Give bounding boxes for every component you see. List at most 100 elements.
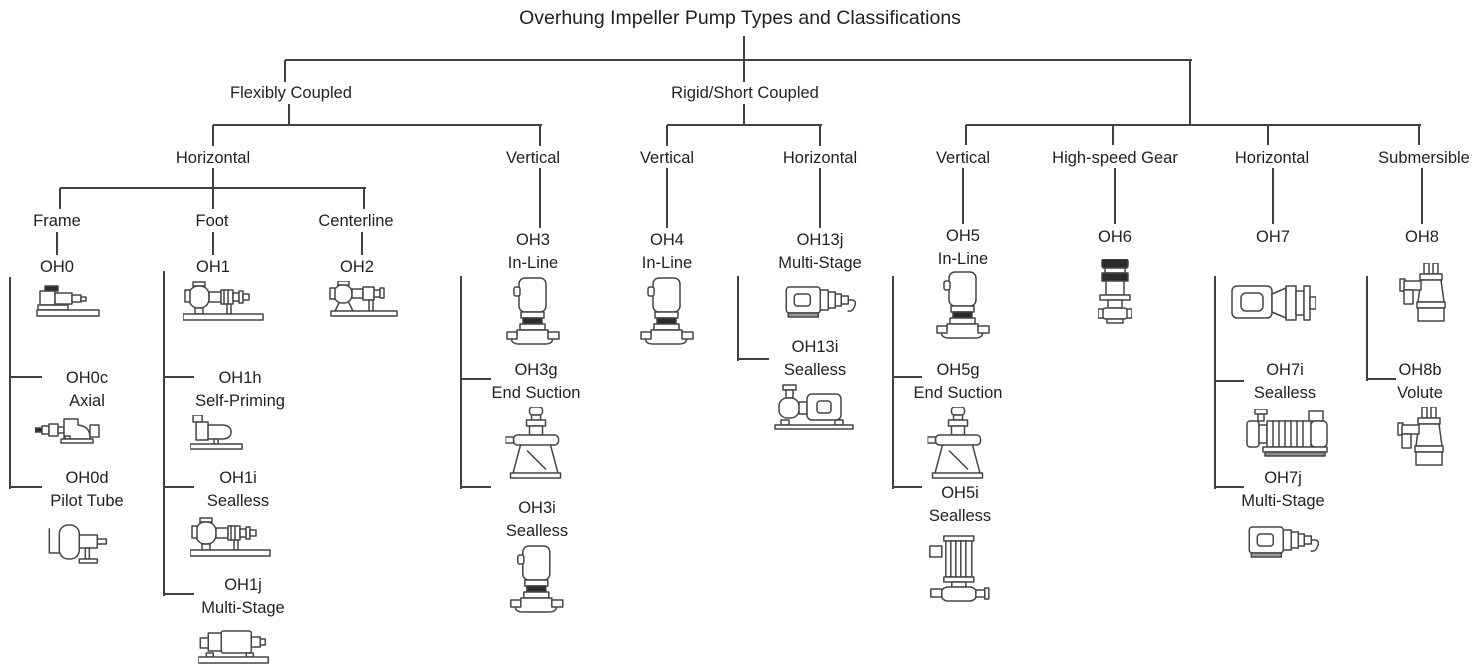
pump-code: OH3i (518, 499, 556, 517)
connector-line (285, 59, 1192, 61)
pump-code: OH3 (516, 231, 550, 249)
pump-code: OH7 (1256, 228, 1290, 246)
pump-code: OH0c (65, 369, 109, 387)
vertical-end-suction-pump-icon (492, 407, 581, 483)
pump-subtype: Volute (1397, 384, 1443, 402)
pump-code: OH8b (1398, 361, 1442, 379)
pump-code: OH3g (514, 361, 558, 379)
pilot-tube-pump-icon (40, 523, 113, 567)
self-priming-pump-icon (173, 415, 263, 453)
node-oh0c: OH0c Axial (35, 367, 121, 447)
mount-frame: Frame (33, 212, 81, 230)
pump-subtype: Multi-Stage (1241, 492, 1325, 510)
high-speed-gear-pump-icon (1098, 259, 1132, 329)
pump-code: OH5i (941, 484, 979, 502)
node-oh0d: OH0d Pilot Tube (48, 467, 124, 567)
node-oh5g: OH5g End Suction (913, 359, 1003, 483)
pump-subtype: In-Line (937, 250, 989, 268)
pump-subtype: End Suction (491, 384, 581, 402)
pump-code: OH2 (340, 258, 374, 276)
connector-line (1114, 168, 1116, 224)
connector-line (819, 168, 821, 228)
connector-line (284, 60, 286, 82)
mount-centerline: Centerline (318, 212, 394, 230)
vertical-in-line-pump-icon (936, 271, 990, 341)
connector-line (212, 125, 214, 146)
group-flexibly-coupled: Flexibly Coupled (230, 84, 352, 102)
connector-line (1418, 125, 1420, 145)
orientation-cc-horizontal: Horizontal (1234, 149, 1310, 167)
pump-subtype: Sealless (1253, 384, 1317, 402)
pump-code: OH1 (196, 258, 230, 276)
node-oh0: OH0 (24, 256, 100, 319)
connector-line (212, 188, 214, 209)
connector-line (743, 36, 745, 60)
connector-line (164, 376, 194, 378)
connector-line (893, 376, 922, 378)
pump-code: OH7i (1266, 361, 1304, 379)
pump-subtype: Sealless (928, 507, 992, 525)
connector-line (743, 60, 745, 82)
connector-line (1272, 168, 1274, 224)
connector-line (212, 232, 214, 255)
vertical-in-line-sealless-pump-icon (506, 545, 568, 615)
connector-line (10, 376, 42, 378)
page-title: Overhung Impeller Pump Types and Classif… (519, 7, 961, 29)
node-oh3g: OH3g End Suction (491, 359, 581, 483)
connector-line (1367, 378, 1396, 380)
connector-line (1215, 486, 1244, 488)
connector-line (461, 486, 491, 488)
orientation-submersible: Submersible (1378, 149, 1470, 167)
connector-line (667, 124, 822, 126)
connector-line (1366, 276, 1368, 381)
node-oh13j: OH13j Multi-Stage (778, 229, 862, 323)
node-oh5: OH5 In-Line (936, 225, 990, 341)
close-coupled-multi-stage-pump-icon (1241, 521, 1324, 563)
orientation-cc-vertical: Vertical (935, 149, 991, 167)
pump-code: OH13i (791, 338, 839, 356)
close-coupled-multi-stage-pump-icon (778, 281, 861, 323)
node-oh6: OH6 (1098, 226, 1132, 329)
node-oh3: OH3 In-Line (506, 229, 560, 347)
group-rigid-short-coupled: Rigid/Short Coupled (671, 84, 819, 102)
pump-subtype: In-Line (507, 254, 559, 272)
connector-line (213, 124, 542, 126)
orientation-rsc-vertical: Vertical (639, 149, 695, 167)
connector-line (163, 271, 165, 596)
pump-code: OH8 (1405, 228, 1439, 246)
connector-line (363, 188, 365, 209)
pump-code: OH1h (218, 369, 262, 387)
node-oh3i: OH3i Sealless (506, 497, 568, 615)
node-oh8b: OH8b Volute (1392, 359, 1448, 471)
node-oh1h: OH1h Self-Priming (189, 367, 285, 453)
pump-subtype: Pilot Tube (50, 492, 124, 510)
connector-line (461, 378, 491, 380)
vertical-end-suction-pump-icon (914, 407, 1003, 483)
pump-subtype: Multi-Stage (778, 254, 862, 272)
connector-line (1189, 60, 1191, 125)
node-oh4: OH4 In-Line (640, 229, 694, 347)
orientation-fc-horizontal: Horizontal (175, 149, 251, 167)
node-oh8: OH8 (1394, 226, 1450, 327)
pump-subtype: Sealless (783, 361, 847, 379)
connector-line (212, 168, 214, 189)
connector-line (743, 104, 745, 125)
orientation-fc-vertical: Vertical (505, 149, 561, 167)
node-oh7i: OH7i Sealless (1239, 359, 1331, 459)
connector-line (892, 276, 894, 489)
connector-line (737, 276, 739, 361)
pump-subtype: Axial (69, 392, 105, 410)
centerline-mounted-pump-icon (329, 281, 403, 317)
submersible-pump-icon (1394, 263, 1450, 327)
pump-code: OH4 (650, 231, 684, 249)
connector-line (666, 125, 668, 146)
node-oh5i: OH5i Sealless (929, 482, 991, 604)
connector-line (164, 593, 194, 595)
axial-flow-pump-icon (35, 415, 103, 447)
sealless-multi-stage-pump-icon (1239, 409, 1331, 459)
pump-subtype: End Suction (913, 384, 1003, 402)
node-oh2: OH2 (320, 256, 398, 317)
orientation-high-speed-gear: High-speed Gear (1052, 149, 1178, 167)
node-oh1j: OH1j Multi-Stage (197, 574, 285, 664)
